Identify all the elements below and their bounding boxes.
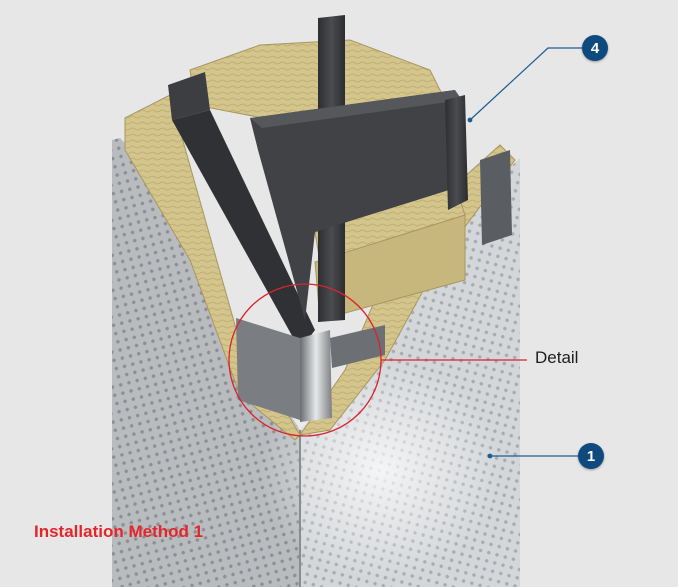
steel-angle-flashing xyxy=(236,150,512,422)
cladding-left-face xyxy=(112,138,300,587)
callout-1-anchor xyxy=(487,453,493,459)
flashing-left xyxy=(236,318,300,420)
callout-4-anchor xyxy=(467,117,473,123)
callout-4-leader xyxy=(469,47,582,121)
insulation-left xyxy=(124,94,301,441)
flashing-corner xyxy=(300,330,332,422)
steel-web xyxy=(250,90,465,320)
callout-4-badge: 4 xyxy=(582,35,608,61)
steel-web-top xyxy=(250,90,462,128)
steel-flange-left-face xyxy=(172,110,315,350)
flashing-back-right xyxy=(480,150,512,245)
callout-1-badge: 1 xyxy=(578,443,604,469)
steel-column xyxy=(168,15,468,350)
installation-caption: Installation Method 1 xyxy=(34,522,204,541)
steel-flange-right xyxy=(445,95,468,210)
flashing-right xyxy=(330,325,385,368)
steel-flange-left xyxy=(168,72,210,120)
detail-label: Detail xyxy=(535,348,579,367)
